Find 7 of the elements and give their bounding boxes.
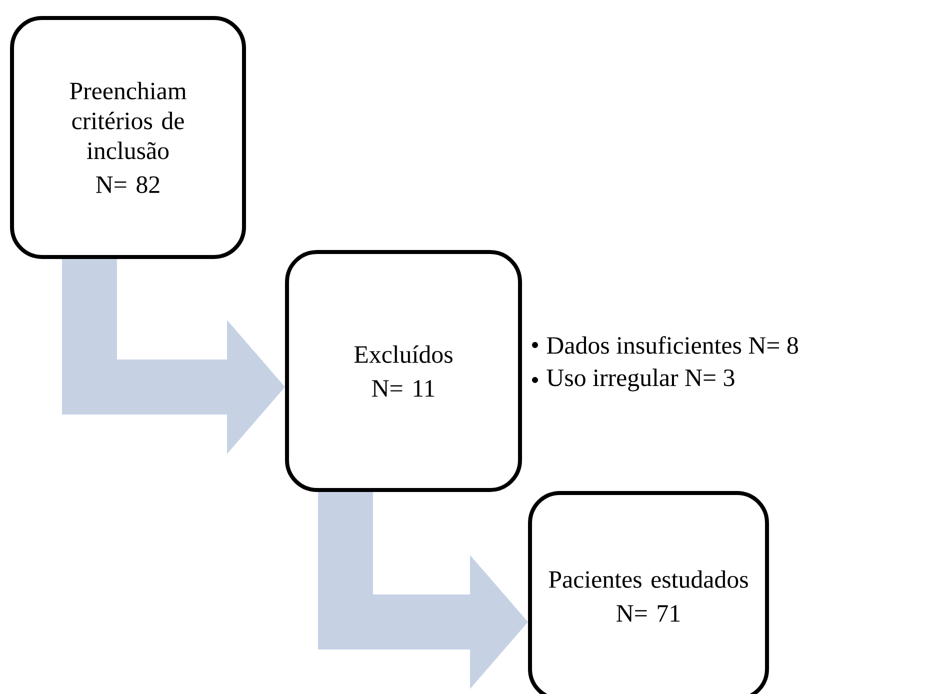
- bullet-item: Uso irregular N= 3: [546, 368, 734, 392]
- process-box: Excluídos N= 11: [285, 250, 522, 492]
- process-box: Pacientes estudados N= 71: [528, 490, 769, 694]
- bullet-item: Dados insuficientes N= 8: [546, 336, 798, 354]
- process-box: Preenchiam critérios de inclusão N= 82: [10, 16, 246, 259]
- bent-arrow: [62, 259, 285, 454]
- bent-arrow: [318, 492, 528, 689]
